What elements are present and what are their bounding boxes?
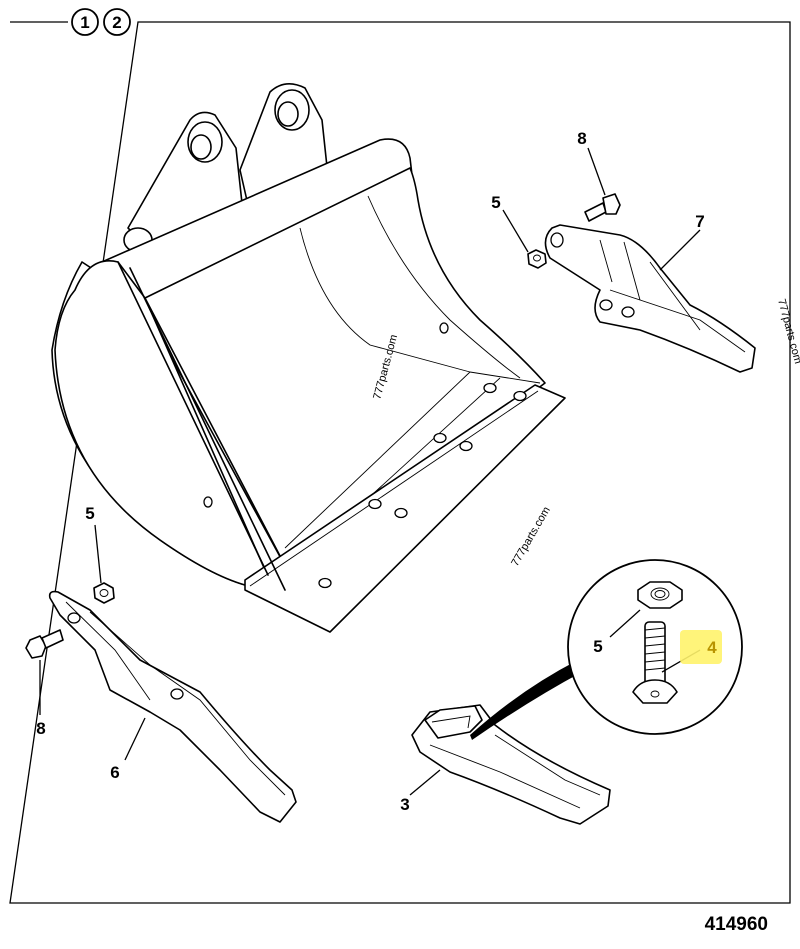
watermark: 777parts.com xyxy=(509,505,553,569)
side-cutter-left-drawing xyxy=(48,590,297,823)
callout-nut-left[interactable]: 5 xyxy=(85,504,94,523)
tooth-drawing xyxy=(411,704,611,825)
svg-text:4: 4 xyxy=(707,638,717,657)
bucket-drawing xyxy=(51,83,566,633)
callout-tooth[interactable]: 3 xyxy=(400,795,409,814)
detail-connector xyxy=(470,660,582,740)
nut-left-drawing xyxy=(93,582,115,604)
nut-top-drawing xyxy=(527,249,547,269)
callout-side-cutter-left[interactable]: 6 xyxy=(110,763,119,782)
callout-detail-pin[interactable]: 4 xyxy=(680,630,722,664)
callout-nut-top[interactable]: 5 xyxy=(491,193,500,212)
highlight-marker xyxy=(680,630,722,664)
document-number: 414960 xyxy=(705,914,768,935)
bolt-top-drawing xyxy=(584,193,621,222)
callout-bolt-left[interactable]: 8 xyxy=(36,719,45,738)
svg-text:2: 2 xyxy=(112,13,121,32)
bolt-left-drawing xyxy=(25,629,64,659)
diagram-border xyxy=(9,21,791,904)
watermark: 777parts.com xyxy=(775,298,800,365)
view-number-1[interactable]: 1 xyxy=(71,8,99,36)
leader-lines xyxy=(39,147,701,796)
detail-pin-drawing xyxy=(632,621,678,704)
side-cutter-right-drawing xyxy=(544,224,756,373)
view-number-2[interactable]: 2 xyxy=(103,8,131,36)
detail-nut-drawing xyxy=(637,581,683,609)
callout-detail-nut[interactable]: 5 xyxy=(593,637,602,656)
callout-bolt-top[interactable]: 8 xyxy=(577,129,586,148)
svg-text:1: 1 xyxy=(80,13,89,32)
callout-side-cutter-right[interactable]: 7 xyxy=(695,212,704,231)
